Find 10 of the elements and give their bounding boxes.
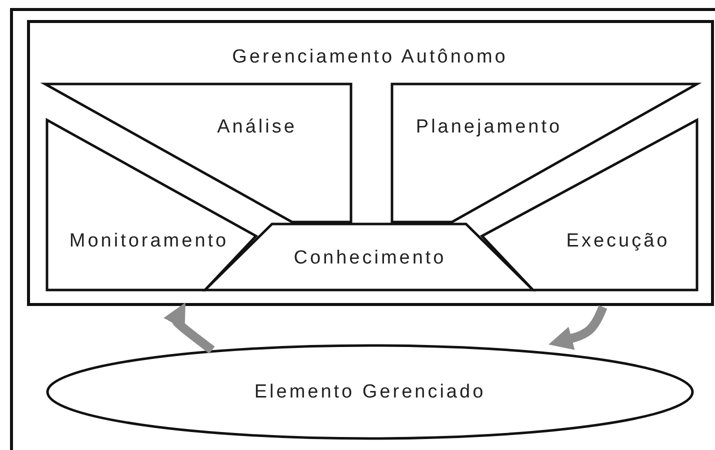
- system-box: [27, 20, 714, 306]
- label-text: Execução: [566, 232, 670, 250]
- curved-arrow: [548, 305, 608, 350]
- label-text: Elemento Gerenciado: [254, 382, 486, 402]
- label-text: Monitoramento: [69, 232, 229, 250]
- label-text: Análise: [217, 118, 297, 136]
- label-text: Conhecimento: [294, 248, 446, 268]
- label-text: Gerenciamento Autônomo: [232, 48, 508, 66]
- curved-arrow: [164, 302, 215, 354]
- label-text: Planejamento: [416, 118, 562, 136]
